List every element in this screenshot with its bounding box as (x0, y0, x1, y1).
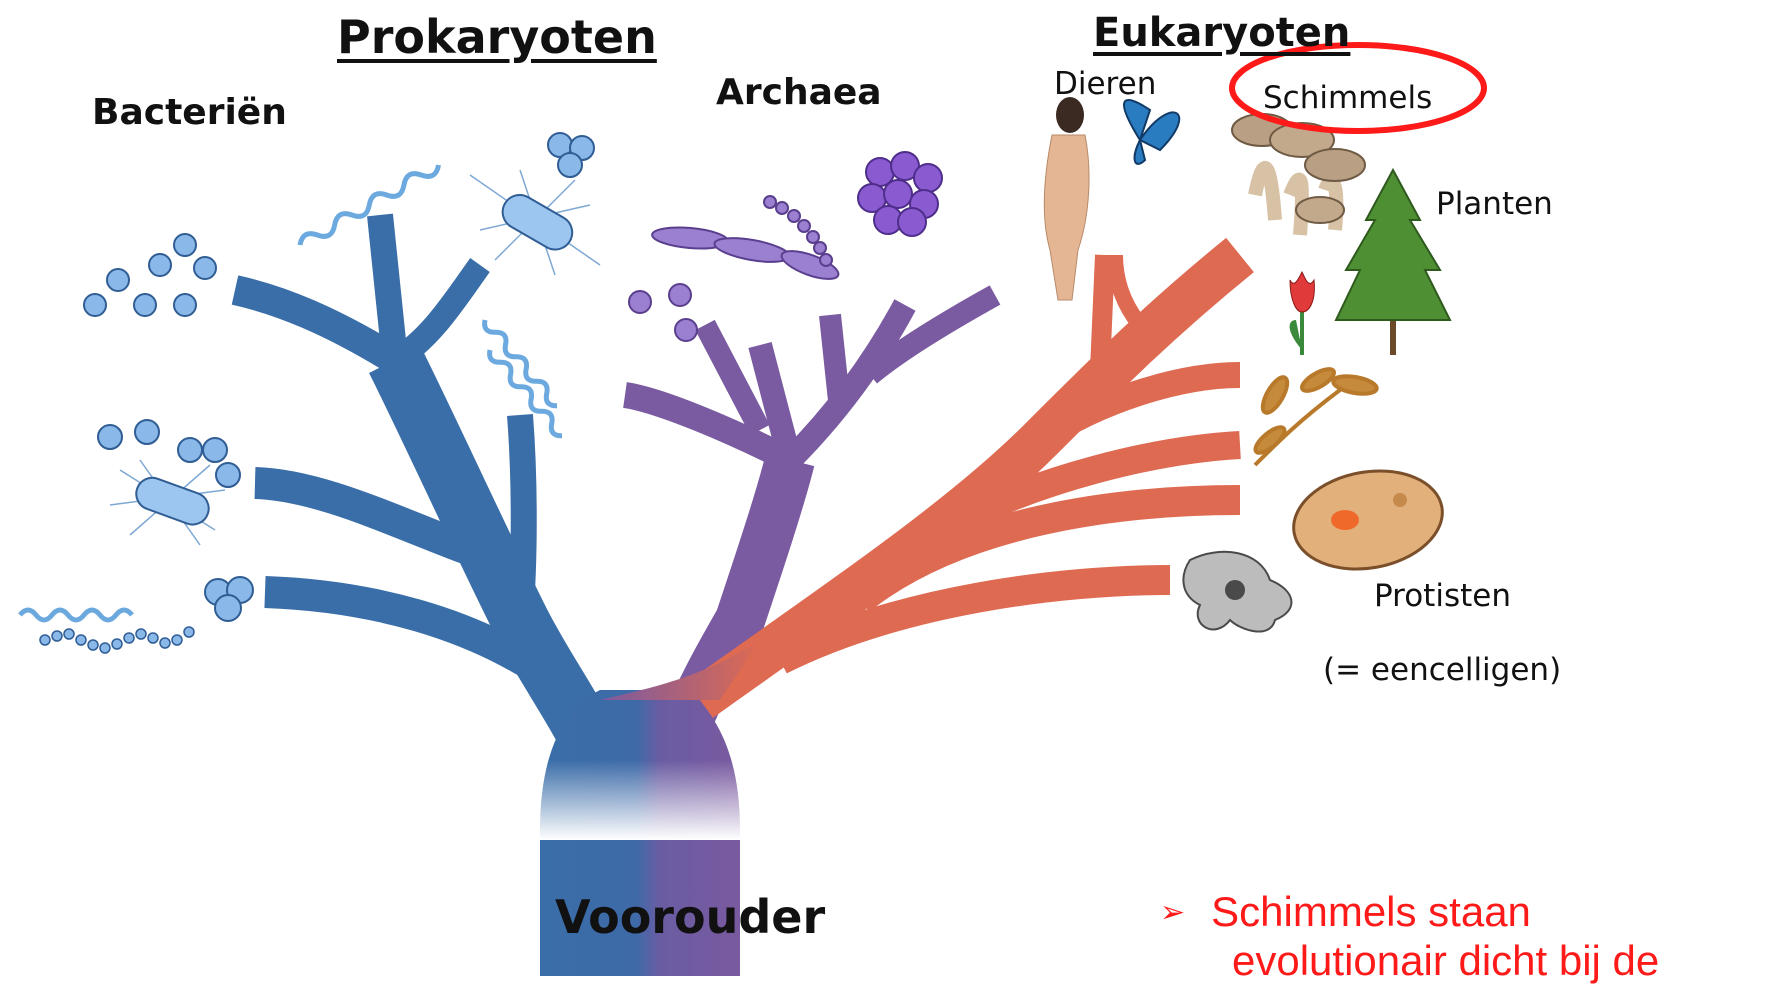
plants-label: Planten (1436, 186, 1553, 222)
streptococcus-chain-icon (40, 627, 194, 653)
protists-label: Protisten (1374, 578, 1511, 614)
eukaryotes-heading: Eukaryoten (1093, 10, 1350, 56)
paramecium-icon (1286, 460, 1450, 581)
bacteria-label: Bacteriën (92, 92, 287, 133)
note-line-2: evolutionair dicht bij de (1160, 937, 1659, 985)
butterfly-icon (1124, 100, 1179, 164)
archaea-label: Archaea (716, 72, 882, 113)
note-line-1: Schimmels staan (1211, 888, 1531, 935)
protists-note-label: (= eencelligen) (1323, 652, 1561, 688)
bullet-arrow-icon: ➢ (1160, 895, 1185, 930)
prokaryotes-heading: Prokaryoten (337, 10, 657, 64)
coccus-cluster-icon (84, 234, 216, 316)
seaweed-icon (1252, 365, 1378, 465)
fungi-label: Schimmels (1263, 80, 1432, 116)
archaea-cells-icon (629, 196, 842, 341)
amoeba-icon (1183, 552, 1291, 632)
tulip-icon (1290, 272, 1315, 355)
archaea-cluster-icon (858, 152, 942, 236)
ancestor-label: Voorouder (555, 890, 825, 944)
human-icon (1044, 97, 1089, 300)
animals-label: Dieren (1054, 66, 1156, 102)
tree-icon (1336, 170, 1450, 355)
conclusion-note: ➢ Schimmels staan evolutionair dicht bij … (1160, 888, 1659, 985)
